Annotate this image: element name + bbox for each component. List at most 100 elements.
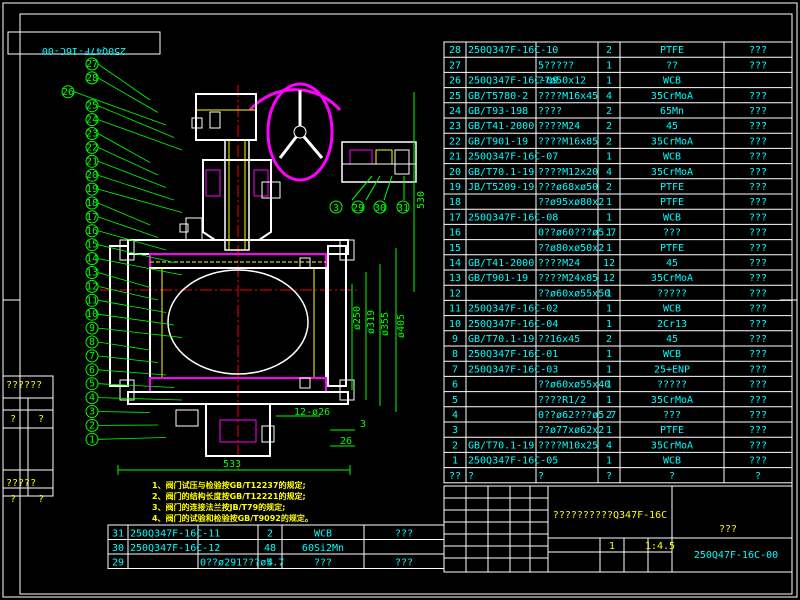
- part-callout-label: 2: [89, 420, 95, 431]
- part-callout-label: 14: [86, 254, 98, 265]
- bom-no: 14: [449, 258, 461, 269]
- bom-qty: 1: [606, 364, 612, 375]
- part-callout-label: 26: [62, 87, 74, 98]
- part-callout-label: 25: [86, 101, 98, 112]
- part-callout-label: 9: [89, 323, 95, 334]
- bom-note: ???: [749, 380, 767, 391]
- bom-no: 18: [449, 197, 461, 208]
- bom-code: ?: [468, 471, 474, 482]
- bom-material: ?????: [657, 380, 687, 391]
- part-callout-label: 27: [86, 59, 98, 70]
- bom-no: 20: [449, 167, 461, 178]
- part-callout: 26: [61, 85, 167, 126]
- part-callout: 2: [85, 418, 159, 432]
- bom-qty: 1: [606, 228, 612, 239]
- bom-no: 9: [452, 334, 458, 345]
- bom-note: ???: [749, 182, 767, 193]
- left-info-block: [2, 375, 54, 497]
- bom-qty: 1: [606, 152, 612, 163]
- part-callout: 7: [85, 349, 159, 363]
- part-callout-label: 6: [89, 365, 95, 376]
- bom-no: 7: [452, 364, 458, 375]
- part-callout-label: 15: [86, 240, 98, 251]
- part-callout: 13: [85, 266, 151, 288]
- bom-material: PTFE: [660, 182, 684, 193]
- bom-qty: 1: [606, 288, 612, 299]
- bom-no: 5: [452, 395, 458, 406]
- bom-code: 250Q347F-16C-11: [130, 529, 220, 540]
- part-callout-label: 11: [86, 295, 98, 306]
- part-callout: 6: [85, 363, 167, 377]
- dim-d2: ø319: [366, 310, 377, 334]
- bom-qty: 2: [606, 121, 612, 132]
- bom-qty: 1: [606, 304, 612, 315]
- bom-qty: 4: [606, 167, 612, 178]
- bom-note: ???: [749, 304, 767, 315]
- part-callout: 19: [85, 182, 183, 213]
- part-callout-label: 7: [89, 351, 95, 362]
- bom-material: WCB: [663, 76, 681, 87]
- part-callout: 14: [85, 252, 183, 276]
- sheet-index: 1: [609, 541, 615, 552]
- bom-material: 2Cr13: [657, 319, 687, 330]
- bom-name: 5?????: [538, 60, 574, 71]
- bom-material: PTFE: [660, 243, 684, 254]
- bom-no: 8: [452, 349, 458, 360]
- bom-material: WCB: [663, 349, 681, 360]
- bom-no: 2: [452, 440, 458, 451]
- bom-name: ????: [538, 106, 562, 117]
- bom-qty: 2: [606, 182, 612, 193]
- part-callout: 4: [85, 391, 183, 405]
- bom-qty: 2: [606, 45, 612, 56]
- bom-qty: 2: [606, 136, 612, 147]
- part-callout-label: 13: [86, 268, 98, 279]
- bom-name: ????M24: [538, 258, 580, 269]
- bom-name: 0??ø291???ø5.7: [200, 558, 284, 569]
- bom-material: WCB: [663, 212, 681, 223]
- left-block-text: ?: [10, 414, 16, 425]
- part-callout: 10: [85, 307, 175, 326]
- bom-name: 0??ø60???ø5.7: [538, 228, 616, 239]
- bom-code: 250Q347F-16C-05: [468, 456, 558, 467]
- bom-note: ???: [749, 258, 767, 269]
- part-callout: 5: [85, 377, 175, 391]
- bom-no: 10: [449, 319, 461, 330]
- bom-note: ???: [749, 136, 767, 147]
- part-callout: 11: [85, 293, 167, 313]
- drawing-number: 250Q47F-16C-00: [694, 550, 778, 561]
- bom-qty: 1: [606, 243, 612, 254]
- bom-qty: 4: [606, 440, 612, 451]
- part-callout: 3: [85, 405, 151, 418]
- bom-note: ???: [749, 152, 767, 163]
- bom-code: 250Q347F-16C-10: [468, 45, 558, 56]
- bom-name: ??ø80xø50x2: [538, 243, 604, 254]
- bom-material: PTFE: [660, 197, 684, 208]
- bom-row: ???????: [449, 471, 761, 482]
- bom-qty: 12: [603, 273, 615, 284]
- dim-small1: 3: [360, 419, 366, 430]
- part-callout-label: 10: [86, 309, 98, 320]
- bom-note: ???: [749, 45, 767, 56]
- bom-qty: 4: [606, 91, 612, 102]
- bom-code: GB/T901-19: [468, 136, 528, 147]
- bom-material: 25+ENP: [654, 364, 690, 375]
- part-callout-label: 24: [86, 115, 98, 126]
- part-callouts: 2728262524232221201918171615141312111098…: [61, 57, 183, 446]
- bom-note: ???: [749, 288, 767, 299]
- bom-note: ???: [749, 243, 767, 254]
- bom-note: ???: [749, 91, 767, 102]
- bom-qty: 1: [606, 319, 612, 330]
- part-callout-label: 19: [86, 184, 98, 195]
- bom-qty: 2: [606, 106, 612, 117]
- bom-no: 27: [449, 60, 461, 71]
- bom-code: 250Q347F-16C-04: [468, 319, 558, 330]
- bom-name: ????M10x25: [538, 440, 598, 451]
- bom-note: ???: [749, 60, 767, 71]
